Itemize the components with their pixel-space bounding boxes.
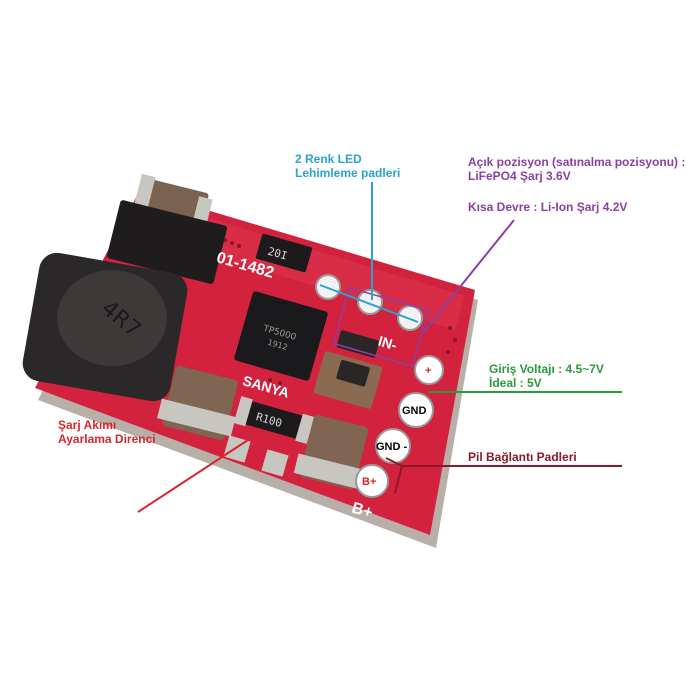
schottky-diode xyxy=(107,200,227,284)
mid-ic xyxy=(336,359,370,387)
open-position-line1: Açık pozisyon (satınalma pozisyonu) : xyxy=(468,155,686,169)
silk-bplus: B+ xyxy=(350,500,375,522)
charge-resistor-label: Şarj Akımı Ayarlama Direnci xyxy=(58,418,156,446)
vias xyxy=(223,238,457,385)
pad-gnd-minus xyxy=(375,428,411,464)
input-voltage-line2: İdeal : 5V xyxy=(489,376,542,390)
jumper-pointer-line xyxy=(421,219,515,335)
pad-bplus xyxy=(355,464,389,498)
open-position-line2: LiFePO4 Şarj 3.6V xyxy=(468,169,571,183)
cap-terminal-bottom xyxy=(293,453,365,490)
inductor-top xyxy=(57,270,167,366)
pad-plus-label: + xyxy=(425,365,431,377)
input-voltage-label: Giriş Voltajı : 4.5~7V İdeal : 5V xyxy=(489,362,604,390)
pad-gnd-minus-label: GND - xyxy=(376,441,408,453)
pad-plus xyxy=(414,355,444,385)
charge-resistor-line2: Ayarlama Direnci xyxy=(58,432,156,446)
jumper-zone-outline xyxy=(332,286,430,368)
led-label-line1: 2 Renk LED xyxy=(295,152,362,166)
cap-terminal-bottom xyxy=(157,398,236,437)
led-pad-link-line xyxy=(319,284,419,323)
tp5000-chip xyxy=(234,291,328,381)
led-label: 2 Renk LED Lehimleme padleri xyxy=(295,152,400,180)
pad-gnd xyxy=(398,392,434,428)
input-voltage-line1: Giriş Voltajı : 4.5~7V xyxy=(489,362,604,376)
pad-bplus-label: B+ xyxy=(362,476,376,488)
small-resistor xyxy=(336,330,380,358)
short-circuit-label: Kısa Devre : Li-Ion Şarj 4.2V xyxy=(468,200,628,214)
charge-resistor-line1: Şarj Akımı xyxy=(58,418,117,432)
silk-in: IN- xyxy=(376,333,399,354)
resistor-pointer-line xyxy=(137,439,249,513)
solder-pad xyxy=(261,449,289,477)
pad-gnd-label: GND xyxy=(402,405,427,417)
resistor-terminal xyxy=(295,413,315,444)
diode-code: 20I xyxy=(266,245,289,263)
open-position-label: Açık pozisyon (satınalma pozisyonu) : Li… xyxy=(468,155,685,183)
smd-diode xyxy=(255,233,313,273)
battery-link-line xyxy=(385,457,403,467)
battery-pads-label: Pil Bağlantı Padleri xyxy=(468,450,577,464)
battery-link-line-2 xyxy=(394,465,403,494)
charge-resistor xyxy=(244,401,304,439)
resistor-terminal xyxy=(233,396,253,427)
led-label-line2: Lehimleme padleri xyxy=(295,166,401,180)
